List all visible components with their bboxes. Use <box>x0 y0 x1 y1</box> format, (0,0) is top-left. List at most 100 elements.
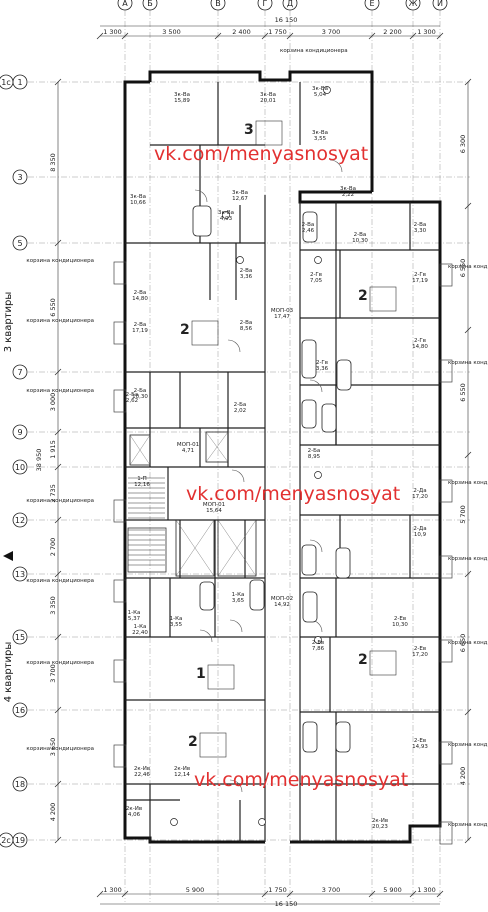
axis-letter: А <box>122 0 128 8</box>
room-code: 1-Ка <box>134 624 147 630</box>
elevator-shaft <box>175 519 215 577</box>
room-area: 12,14 <box>174 772 190 778</box>
dim-right-tick <box>464 326 472 334</box>
apartment-summary-box <box>199 732 227 758</box>
toilet-icon <box>258 818 266 826</box>
dim-right-tick <box>464 836 472 844</box>
bathtub-icon <box>199 581 215 611</box>
room-area: 4,93 <box>220 216 233 222</box>
room-code: 2к-Ив <box>126 806 142 812</box>
dim-left-tick <box>54 570 62 578</box>
elevator-cross <box>129 434 151 466</box>
dim-right-label: 6 650 <box>459 634 467 653</box>
axis-bubble <box>364 0 380 11</box>
bathtub-icon <box>302 721 318 753</box>
toilet-icon <box>314 256 322 264</box>
room-code: 3к-Ва <box>340 186 356 192</box>
section-arrow-icon <box>3 551 13 561</box>
door-swing <box>229 779 243 793</box>
dim-top-label: 1 300 <box>417 28 436 36</box>
ac-note: корзина кондиционера <box>26 318 94 324</box>
room-code: 2-Да <box>413 526 426 532</box>
elevator-cross <box>217 519 257 577</box>
room-area: 17,19 <box>412 278 428 284</box>
plumbing-fixtures <box>129 86 352 826</box>
apartment-summary-box <box>369 286 397 312</box>
dim-bottom-tick <box>121 890 129 898</box>
dim-top-label: 2 400 <box>232 28 251 36</box>
room-code: 2-Ев <box>394 616 406 622</box>
toilet-icon <box>314 471 322 479</box>
axis-number: 7 <box>17 368 22 377</box>
corridor-area: 4,71 <box>182 448 194 454</box>
apartment-summary-box <box>207 664 235 690</box>
apartment-summary-box <box>191 320 219 346</box>
elevator-shaft <box>205 431 229 463</box>
ac-basket <box>113 579 127 603</box>
dim-left-label: 3 650 <box>49 738 57 757</box>
room-code: 2-Ев <box>312 640 324 646</box>
walls <box>113 70 453 845</box>
outer-wall <box>290 190 442 844</box>
toilet-icon <box>170 818 178 826</box>
room-code: 2-Гв <box>414 338 426 344</box>
room-area: 10,30 <box>352 238 368 244</box>
axis-bubble <box>12 364 28 380</box>
dim-top-label: 1 300 <box>103 28 122 36</box>
room-area: 7,86 <box>312 646 325 652</box>
dim-top-tick <box>286 32 294 40</box>
room-code: 1-Ка <box>128 610 141 616</box>
dim-top-tick <box>368 32 376 40</box>
apartment-summary-box <box>369 650 397 676</box>
dim-top-tick <box>261 32 269 40</box>
room-area: 2,02 <box>234 408 246 414</box>
room-code: 2-Да <box>413 488 426 494</box>
axis-letter: Ж <box>409 0 418 8</box>
dim-left-tick <box>54 239 62 247</box>
dim-left-tick <box>54 368 62 376</box>
axis-number: 10 <box>15 463 25 472</box>
room-area: 8,56 <box>240 326 253 332</box>
axis-bubble <box>12 235 28 251</box>
ac-note: корзина кондиционера <box>448 822 488 828</box>
room-area: 7,05 <box>310 278 323 284</box>
dim-left-tick <box>54 78 62 86</box>
bathtub-icon <box>301 399 317 429</box>
room-area: 22,40 <box>132 630 148 636</box>
toilet-icon <box>314 636 322 644</box>
ac-basket <box>439 555 453 579</box>
ac-basket <box>439 479 453 503</box>
room-code: 2-Ба <box>126 392 139 398</box>
room-code: 3к-Ва <box>260 92 276 98</box>
axis-bubble <box>12 776 28 792</box>
dim-bottom-label: 1 300 <box>417 886 436 894</box>
room-area: 17,20 <box>412 494 428 500</box>
room-area: 12,67 <box>232 196 248 202</box>
side-label-lower: 4 квартиры <box>3 642 14 703</box>
dim-left-total: 38 950 <box>35 449 43 472</box>
room-code: 3к-Ва <box>130 194 146 200</box>
dim-top-tick <box>409 32 417 40</box>
room-area: 4,06 <box>128 812 141 818</box>
dim-left-tick <box>54 516 62 524</box>
corridor-area: 14,92 <box>274 602 290 608</box>
ac-basket <box>439 263 453 287</box>
room-area: 3,55 <box>314 136 327 142</box>
room-area: 8,95 <box>308 454 321 460</box>
room-code: 2-Ев <box>414 646 426 652</box>
dim-right-tick <box>464 78 472 86</box>
toilet-icon <box>323 86 331 94</box>
room-code: 2-Ва <box>240 268 253 274</box>
room-area: 10,30 <box>392 622 408 628</box>
door-swing <box>231 469 245 483</box>
dim-bottom-tick <box>368 890 376 898</box>
ac-note: корзина кондиционера <box>26 388 94 394</box>
room-code: 2-Ва <box>354 232 367 238</box>
dim-left-label: 6 550 <box>49 298 57 317</box>
room-area: 20,01 <box>260 98 276 104</box>
ac-note: корзина кондиционера <box>448 360 488 366</box>
axis-bubble <box>12 169 28 185</box>
bathtub-icon <box>302 591 318 623</box>
dim-top-tick <box>214 32 222 40</box>
